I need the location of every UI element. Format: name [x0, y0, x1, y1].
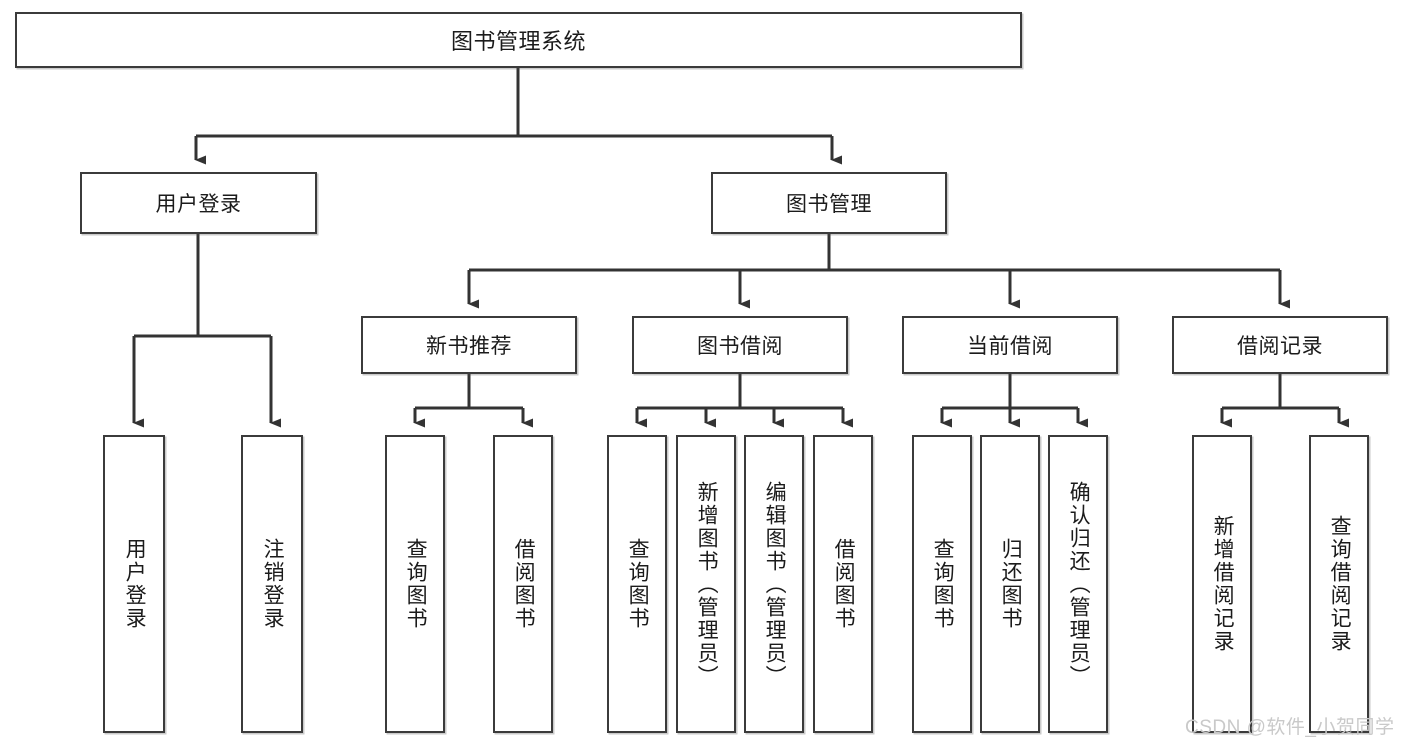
node-root[interactable]: 图书管理系统 [15, 12, 1022, 68]
node-leaf-add-record[interactable]: 新增借阅记录 [1192, 435, 1252, 733]
node-borrow-record[interactable]: 借阅记录 [1172, 316, 1388, 374]
node-leaf-query-book-1-label: 查询图书 [404, 538, 428, 630]
node-book-manage-label: 图书管理 [786, 193, 872, 216]
node-leaf-borrow-book-1-label: 借阅图书 [512, 538, 536, 630]
node-leaf-query-book-2[interactable]: 查询图书 [607, 435, 667, 733]
node-leaf-query-book-3-label: 查询图书 [931, 538, 955, 630]
node-leaf-borrow-book-1[interactable]: 借阅图书 [493, 435, 553, 733]
node-leaf-user-login-label: 用户登录 [123, 538, 147, 630]
node-borrow-record-label: 借阅记录 [1237, 335, 1323, 358]
node-book-borrow[interactable]: 图书借阅 [632, 316, 848, 374]
node-current-borrow[interactable]: 当前借阅 [902, 316, 1118, 374]
node-leaf-edit-book-label: 编辑图书（管理员） [763, 480, 787, 688]
node-leaf-return-book[interactable]: 归还图书 [980, 435, 1040, 733]
node-leaf-confirm-return-label: 确认归还（管理员） [1067, 480, 1091, 688]
node-leaf-add-book[interactable]: 新增图书（管理员） [676, 435, 736, 733]
node-leaf-borrow-book-2-label: 借阅图书 [832, 538, 856, 630]
node-leaf-query-book-2-label: 查询图书 [626, 538, 650, 630]
node-leaf-logout[interactable]: 注销登录 [241, 435, 303, 733]
node-book-borrow-label: 图书借阅 [697, 335, 783, 358]
node-current-borrow-label: 当前借阅 [967, 335, 1053, 358]
node-leaf-confirm-return[interactable]: 确认归还（管理员） [1048, 435, 1108, 733]
node-leaf-query-book-3[interactable]: 查询图书 [912, 435, 972, 733]
node-user-login[interactable]: 用户登录 [80, 172, 317, 234]
node-leaf-user-login[interactable]: 用户登录 [103, 435, 165, 733]
node-leaf-add-book-label: 新增图书（管理员） [695, 480, 719, 688]
watermark: CSDN @软件_小贺同学 [1185, 717, 1395, 738]
node-leaf-edit-book[interactable]: 编辑图书（管理员） [744, 435, 804, 733]
node-leaf-query-record-label: 查询借阅记录 [1328, 515, 1352, 653]
node-leaf-query-record[interactable]: 查询借阅记录 [1309, 435, 1369, 733]
node-leaf-logout-label: 注销登录 [261, 538, 285, 630]
node-user-login-label: 用户登录 [155, 193, 242, 216]
node-leaf-add-record-label: 新增借阅记录 [1211, 515, 1235, 653]
node-new-book-recommend-label: 新书推荐 [426, 335, 512, 358]
node-leaf-query-book-1[interactable]: 查询图书 [385, 435, 445, 733]
node-book-manage[interactable]: 图书管理 [711, 172, 947, 234]
node-leaf-return-book-label: 归还图书 [999, 538, 1023, 630]
node-leaf-borrow-book-2[interactable]: 借阅图书 [813, 435, 873, 733]
node-new-book-recommend[interactable]: 新书推荐 [361, 316, 577, 374]
node-root-label: 图书管理系统 [450, 29, 586, 54]
